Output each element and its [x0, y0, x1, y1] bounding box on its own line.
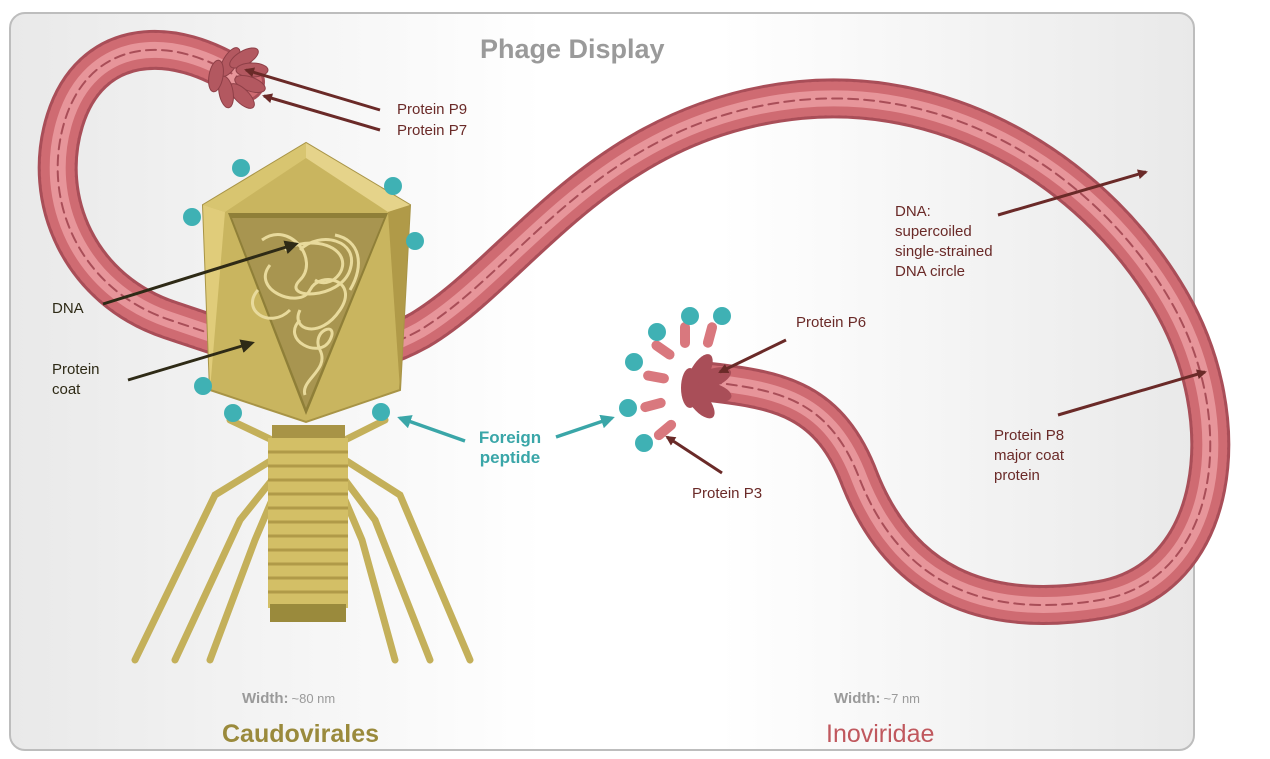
caudovirales-phage	[135, 143, 470, 660]
arrow-p7	[264, 96, 380, 130]
arrow-p3	[667, 437, 722, 473]
inoviridae-width-value: ~7 nm	[884, 691, 921, 706]
caudovirales-name: Caudovirales	[222, 720, 379, 749]
label-inoviridae-dna: DNA: supercoiled single-strained DNA cir…	[895, 202, 993, 282]
label-protein-p7: Protein P7	[397, 121, 467, 141]
label-foreign-peptide: Foreign peptide	[460, 428, 560, 468]
inoviridae-name: Inoviridae	[826, 720, 934, 749]
label-protein-p9: Protein P9	[397, 100, 467, 120]
caudovirales-width: Width:~80 nm	[242, 690, 335, 707]
label-caudovirales-dna: DNA	[52, 299, 84, 319]
arrow-p9	[246, 70, 380, 110]
diagram-title: Phage Display	[480, 34, 665, 65]
label-protein-coat: Protein coat	[52, 360, 100, 400]
arrow-p8	[1058, 372, 1205, 415]
inoviridae-width-label: Width:	[834, 690, 881, 707]
arrow-peptide-left	[400, 418, 465, 441]
inoviridae-width: Width:~7 nm	[834, 690, 920, 707]
caudovirales-width-label: Width:	[242, 690, 289, 707]
protein-p6-p3-cluster	[619, 307, 734, 452]
caudovirales-width-value: ~80 nm	[292, 691, 336, 706]
label-protein-p6: Protein P6	[796, 313, 866, 333]
arrow-p6	[720, 340, 786, 372]
arrow-peptide-right	[556, 418, 612, 437]
label-protein-p8: Protein P8 major coat protein	[994, 426, 1064, 486]
label-protein-p3: Protein P3	[692, 484, 762, 504]
